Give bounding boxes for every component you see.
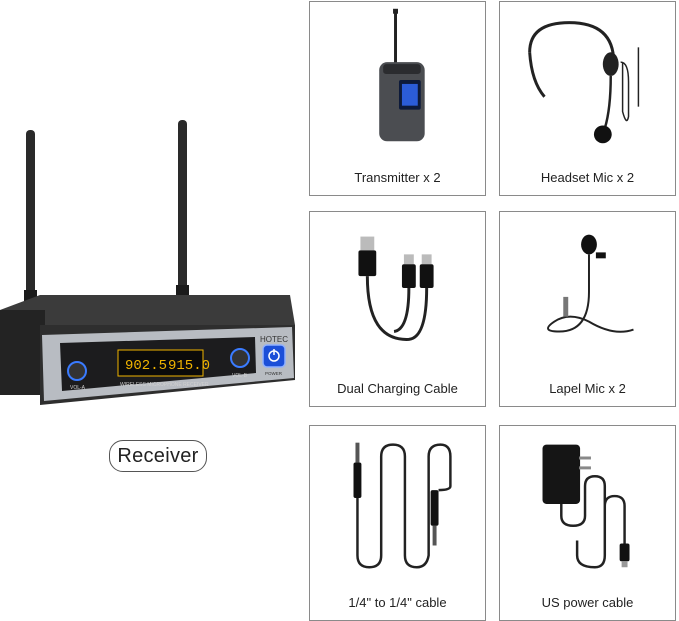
svg-text:HOTEC: HOTEC <box>260 335 288 344</box>
receiver-label: Receiver <box>109 440 207 472</box>
svg-text:WIRELESS MICROPHONE RECEIVER: WIRELESS MICROPHONE RECEIVER <box>120 382 209 388</box>
charging-cable-tile: Dual Charging Cable <box>309 211 486 407</box>
left-antenna <box>26 130 35 310</box>
lapel-mic-icon <box>547 234 634 333</box>
svg-text:VOL-A: VOL-A <box>70 385 86 391</box>
right-antenna <box>178 120 187 300</box>
headset-mic-tile: Headset Mic x 2 <box>499 1 676 196</box>
lapel-mic-tile: Lapel Mic x 2 <box>499 211 676 407</box>
headset-mic-caption: Headset Mic x 2 <box>540 170 635 185</box>
transmitter-icon <box>379 8 425 142</box>
svg-text:POWER: POWER <box>265 371 283 376</box>
transmitter-tile: Transmitter x 2 <box>309 1 486 196</box>
audio-cable-tile: 1/4" to 1/4" cable <box>309 425 486 621</box>
power-cable-tile: US power cable <box>499 425 676 621</box>
svg-text:VOL-B: VOL-B <box>232 373 248 379</box>
headset-mic-icon <box>528 21 640 144</box>
audio-cable-icon <box>353 442 452 569</box>
svg-text:902.5: 902.5 <box>125 358 167 374</box>
lapel-mic-caption: Lapel Mic x 2 <box>549 381 626 396</box>
power-cable-caption: US power cable <box>541 595 634 610</box>
power-adapter-icon <box>542 444 630 569</box>
receiver-image: 902.5 915.0 WIRELESS MICROPHONE RECEIVER… <box>0 115 300 405</box>
audio-cable-caption: 1/4" to 1/4" cable <box>348 595 447 610</box>
usb-cable-icon <box>358 236 434 341</box>
transmitter-caption: Transmitter x 2 <box>354 170 441 185</box>
svg-text:915.0: 915.0 <box>168 358 210 374</box>
charging-cable-caption: Dual Charging Cable <box>337 381 458 396</box>
